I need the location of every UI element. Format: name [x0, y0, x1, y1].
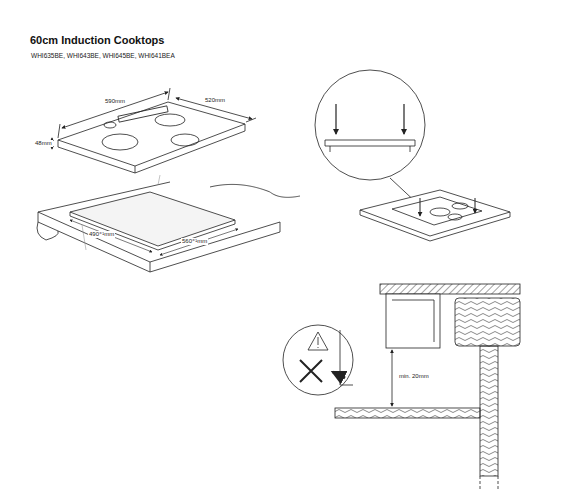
- section-view: [283, 284, 520, 490]
- height-dimension: 48mm: [34, 140, 53, 147]
- width-dimension: 590mm: [104, 98, 126, 105]
- page-title: 60cm Induction Cooktops: [30, 34, 164, 46]
- detail-view: [315, 70, 510, 241]
- depth-dimension: 520mm: [204, 97, 226, 104]
- cooktop-drawing: [37, 88, 300, 272]
- cutout-width-dimension: 560⁺¹mm: [181, 238, 208, 245]
- clearance-dimension: min. 20mm: [398, 373, 430, 380]
- model-list: WHI635BE, WHI643BE, WHI645BE, WHI641BEA: [30, 52, 176, 59]
- cutout-depth-dimension: 490⁺¹mm: [88, 231, 115, 238]
